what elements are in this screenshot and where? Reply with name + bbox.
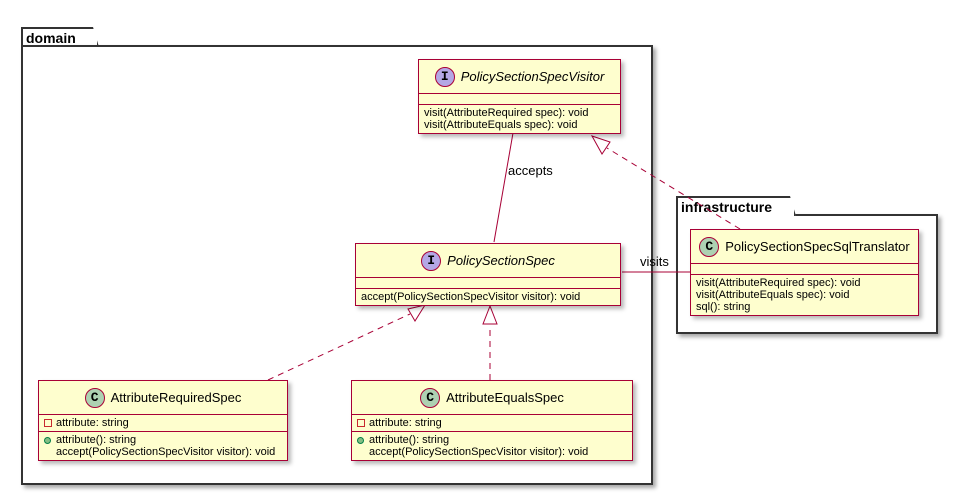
package-name-infrastructure: infrastructure xyxy=(681,199,773,215)
field-text: attribute: string xyxy=(56,417,129,429)
method-text: attribute(): string xyxy=(56,434,137,446)
method-text: attribute(): string xyxy=(369,434,450,446)
private-visibility-icon xyxy=(357,419,369,427)
method-row: attribute(): string xyxy=(44,434,282,446)
method-row: visit(AttributeEquals spec): void xyxy=(696,289,850,301)
interface-badge-icon: I xyxy=(434,66,455,87)
fields-section xyxy=(691,264,918,275)
class-badge-icon: C xyxy=(420,387,441,408)
field-text: attribute: string xyxy=(369,417,442,429)
method-row: accept(PolicySectionSpecVisitor visitor)… xyxy=(357,446,627,458)
methods-section: visit(AttributeRequired spec): void visi… xyxy=(691,275,918,315)
methods-section: attribute(): string accept(PolicySection… xyxy=(352,432,632,460)
relation-label-visits: visits xyxy=(640,254,669,269)
class-name: AttributeEqualsSpec xyxy=(446,390,564,405)
package-tab-domain: domain xyxy=(21,27,99,47)
relation-label-accepts: accepts xyxy=(508,163,553,178)
method-text: accept(PolicySectionSpecVisitor visitor)… xyxy=(56,446,276,458)
field-row: attribute: string xyxy=(357,417,627,429)
package-name-domain: domain xyxy=(26,30,76,46)
class-header: I PolicySectionSpecVisitor xyxy=(419,60,620,94)
interface-badge-icon: I xyxy=(421,250,442,271)
fields-section: attribute: string xyxy=(352,415,632,432)
class-attribute-required-spec[interactable]: C AttributeRequiredSpec attribute: strin… xyxy=(38,380,288,461)
method-text: accept(PolicySectionSpecVisitor visitor)… xyxy=(369,446,589,458)
class-header: C PolicySectionSpecSqlTranslator xyxy=(691,230,918,264)
public-visibility-icon xyxy=(357,436,369,444)
method-row: visit(AttributeRequired spec): void xyxy=(424,107,589,119)
public-visibility-icon xyxy=(44,436,56,444)
method-row: visit(AttributeEquals spec): void xyxy=(424,119,578,131)
class-name: PolicySectionSpecVisitor xyxy=(460,69,605,84)
class-badge-icon: C xyxy=(84,387,105,408)
class-name: PolicySectionSpec xyxy=(447,253,555,268)
class-header: C AttributeRequiredSpec xyxy=(39,381,287,415)
methods-section: accept(PolicySectionSpecVisitor visitor)… xyxy=(356,289,620,305)
class-name: PolicySectionSpecSqlTranslator xyxy=(725,239,910,254)
fields-section: attribute: string xyxy=(39,415,287,432)
method-row: accept(PolicySectionSpecVisitor visitor)… xyxy=(44,446,282,458)
method-row: sql(): string xyxy=(696,301,751,313)
class-name: AttributeRequiredSpec xyxy=(110,390,242,405)
class-header: I PolicySectionSpec xyxy=(356,244,620,278)
method-row: attribute(): string xyxy=(357,434,627,446)
methods-section: visit(AttributeRequired spec): void visi… xyxy=(419,105,620,133)
class-policy-section-spec[interactable]: I PolicySectionSpec accept(PolicySection… xyxy=(355,243,621,306)
field-row: attribute: string xyxy=(44,417,282,429)
fields-section xyxy=(356,278,620,289)
methods-section: attribute(): string accept(PolicySection… xyxy=(39,432,287,460)
class-policy-section-spec-visitor[interactable]: I PolicySectionSpecVisitor visit(Attribu… xyxy=(418,59,621,134)
method-row: accept(PolicySectionSpecVisitor visitor)… xyxy=(361,291,581,303)
class-attribute-equals-spec[interactable]: C AttributeEqualsSpec attribute: string … xyxy=(351,380,633,461)
fields-section xyxy=(419,94,620,105)
class-header: C AttributeEqualsSpec xyxy=(352,381,632,415)
class-badge-icon: C xyxy=(699,236,720,257)
private-visibility-icon xyxy=(44,419,56,427)
package-tab-infrastructure: infrastructure xyxy=(676,196,796,216)
class-policy-section-spec-sql-translator[interactable]: C PolicySectionSpecSqlTranslator visit(A… xyxy=(690,229,919,316)
method-row: visit(AttributeRequired spec): void xyxy=(696,277,861,289)
